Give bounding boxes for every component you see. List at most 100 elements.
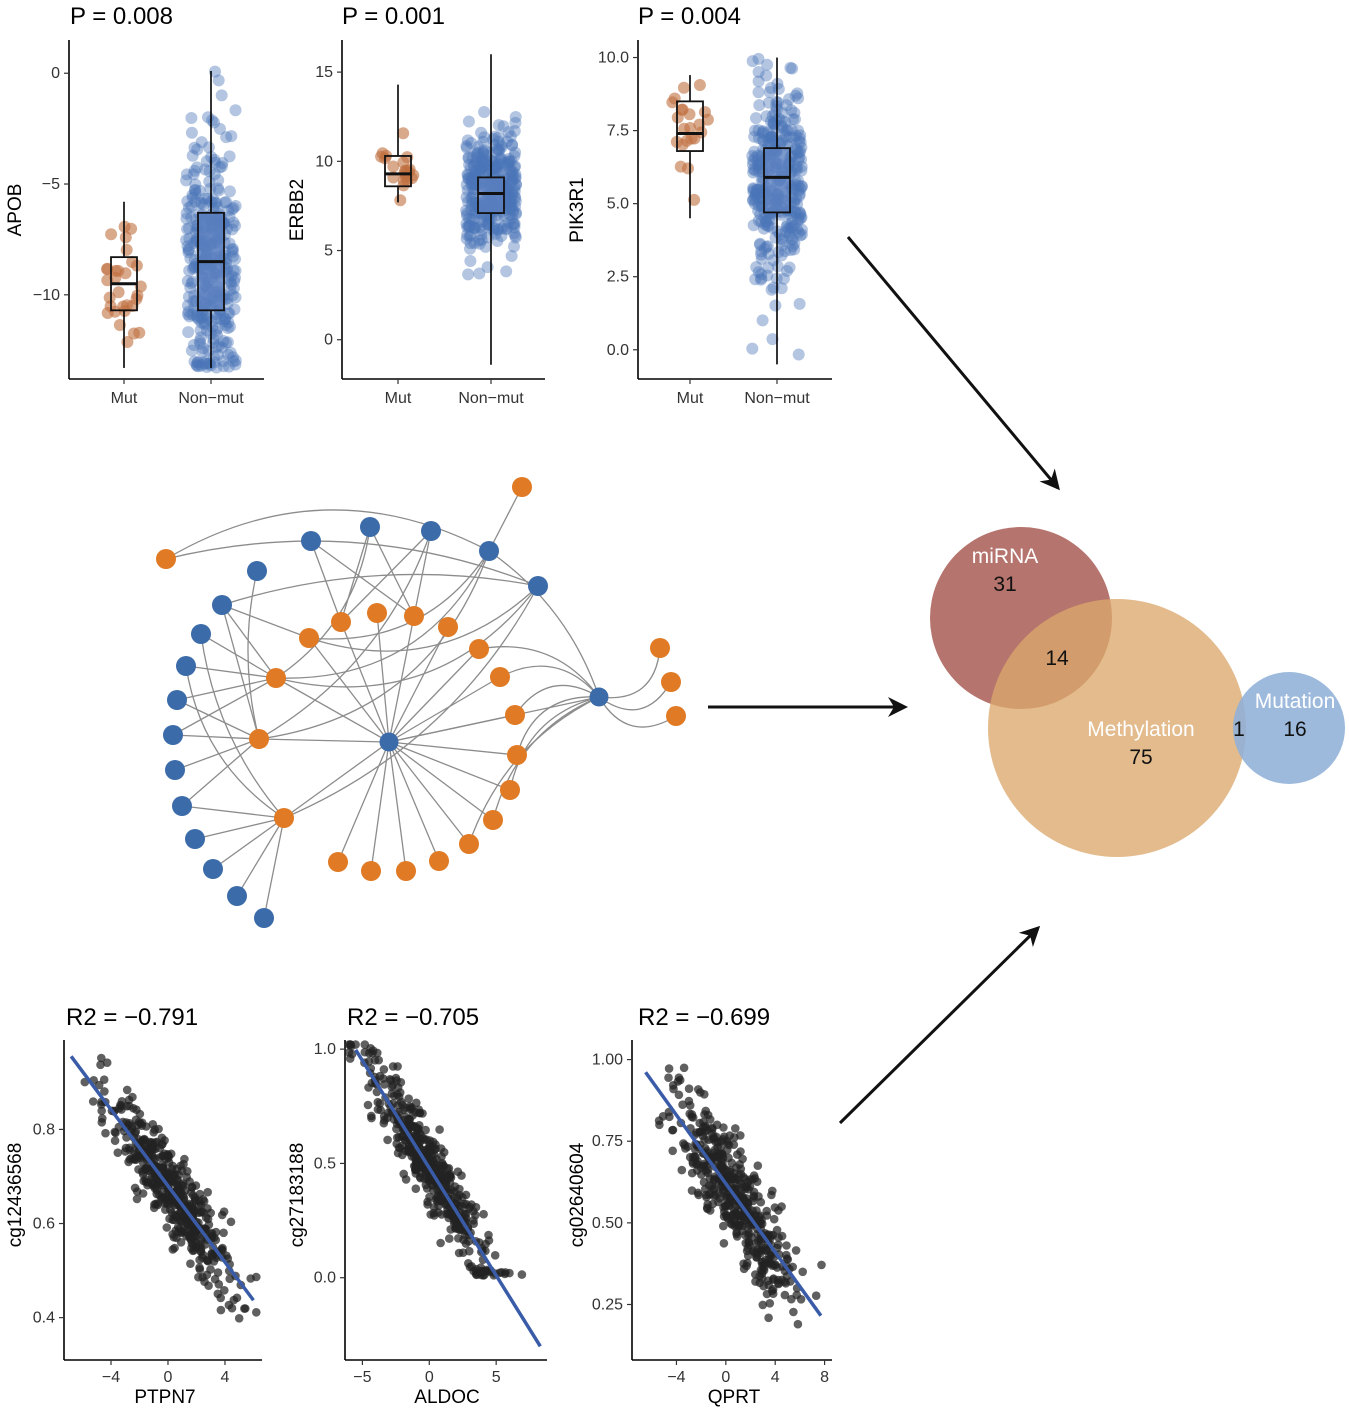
data-point [476,1270,486,1280]
data-point [503,164,516,176]
data-point [757,125,770,138]
data-point [222,316,235,329]
network-node-gene [301,531,321,551]
data-point [755,215,768,228]
data-point [739,1195,748,1204]
data-point [228,303,241,316]
data-point [508,181,521,194]
network-edge [185,665,285,819]
data-point [183,232,196,245]
data-point [785,216,798,229]
data-point [376,1105,385,1115]
data-point [210,341,223,353]
data-point [229,358,242,371]
data-point [463,212,476,225]
data-point [709,1153,718,1163]
data-point [788,194,800,207]
data-point [747,194,759,207]
data-point [492,145,505,157]
data-point [379,1065,389,1074]
data-point [188,236,200,249]
network-edge [388,648,480,743]
data-point [191,356,204,369]
data-point [780,1290,790,1300]
data-point [780,99,793,112]
data-point [219,1207,229,1216]
data-point [505,155,518,168]
data-point [462,268,475,281]
data-point [794,129,807,142]
data-point [347,1049,357,1059]
data-point [769,1214,779,1224]
data-point [780,220,793,233]
data-point [401,1175,411,1184]
data-point [472,140,485,153]
data-point [736,1147,745,1156]
data-point [462,220,475,233]
data-point [479,158,492,171]
data-point [766,110,779,123]
data-point [794,182,807,195]
data-point [746,158,759,171]
data-point [102,1058,112,1067]
data-point [465,137,478,149]
data-point [477,147,490,160]
data-point [153,1199,163,1208]
data-point [215,89,228,102]
data-point [762,96,775,109]
data-point [190,359,203,372]
data-point [475,228,488,241]
data-point [751,183,764,196]
data-point [509,160,522,173]
data-point [461,221,474,234]
data-point [772,83,785,95]
data-point [668,1146,677,1156]
plot-title: R2 = −0.791 [66,1004,198,1031]
x-tick-label: Mut [385,390,412,407]
data-point [790,143,803,156]
data-point [795,180,808,193]
data-point [227,355,240,368]
data-point [226,242,239,255]
network-node-regulator [507,745,527,765]
fit-line [354,1048,542,1348]
venn-count-methylation-mutation: 1 [1233,718,1245,741]
venn-count-mutation: 16 [1283,718,1306,741]
network-node-regulator [367,603,387,623]
data-point [185,112,198,124]
data-point [215,341,228,354]
data-point [454,1248,464,1258]
data-point [251,1272,261,1282]
data-point [669,1084,678,1094]
data-point [755,248,768,261]
data-point [693,79,706,91]
y-tick-label: 0 [324,332,333,349]
y-axis-label: APOB [5,184,26,237]
x-axis-label: QPRT [708,1387,761,1408]
data-point [502,126,515,138]
network-node-regulator [666,706,686,726]
data-point [99,1075,109,1084]
data-point [684,1084,694,1093]
box [477,176,505,214]
data-point [794,145,807,158]
y-tick-label: 0.50 [592,1215,623,1232]
scatter-plot-ptpn7: R2 = −0.791 cg12436568 PTPN7 0.40.60.8−4… [5,1004,262,1408]
plot-title: R2 = −0.705 [347,1004,479,1031]
y-tick-label: 7.5 [607,123,629,140]
data-point [491,142,504,155]
data-point [791,87,804,100]
data-point [504,130,517,143]
data-point [755,252,768,265]
data-point [401,1103,410,1112]
data-point [772,1225,782,1235]
data-point [782,1241,791,1250]
data-point [766,222,779,234]
data-point [763,86,776,98]
data-point [764,137,776,150]
data-point [465,1202,475,1212]
data-point [755,268,768,281]
data-point [793,1319,803,1329]
data-point [794,207,807,220]
data-point [504,200,517,213]
